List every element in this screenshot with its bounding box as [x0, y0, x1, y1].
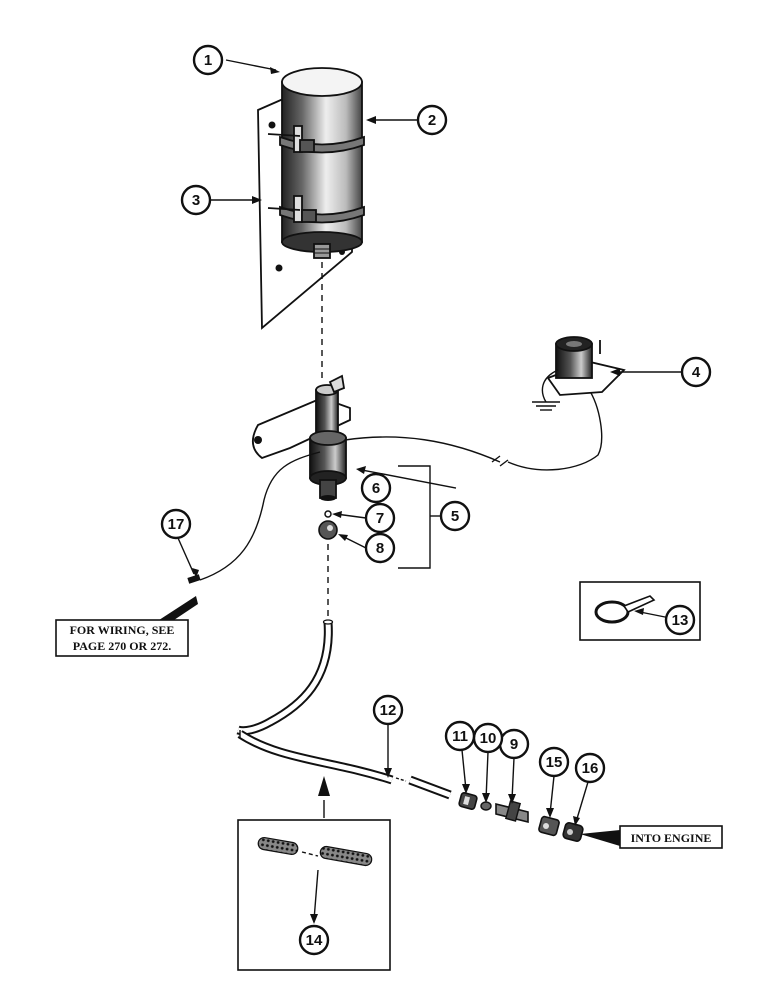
- callout-15: 15: [538, 746, 570, 778]
- into-engine-text: INTO ENGINE: [631, 831, 712, 845]
- svg-text:12: 12: [380, 702, 397, 719]
- callout-4: 4: [680, 356, 712, 388]
- svg-text:6: 6: [372, 480, 380, 497]
- wire-connector: [187, 574, 201, 584]
- wiring-note-line2: PAGE 270 OR 272.: [73, 639, 171, 653]
- elbow-fitting: [538, 815, 560, 837]
- tube-nut: [458, 792, 478, 810]
- valve-nut: [318, 520, 338, 540]
- clamp-band-lower: [267, 195, 365, 224]
- primer-tube: [236, 619, 452, 800]
- into-engine-note: INTO ENGINE: [619, 825, 723, 849]
- callout-3: 3: [180, 184, 212, 216]
- primer-canister: [281, 67, 363, 259]
- solenoid-wire: [344, 387, 603, 471]
- clamp-band-upper: [267, 125, 365, 154]
- svg-text:2: 2: [428, 112, 436, 129]
- svg-text:8: 8: [376, 540, 384, 557]
- svg-text:14: 14: [306, 932, 323, 949]
- callout-9: 9: [498, 728, 530, 760]
- adapter-fitting: [562, 822, 584, 842]
- callout-14: 14: [298, 924, 330, 956]
- callout-16: 16: [574, 752, 606, 784]
- svg-text:16: 16: [582, 760, 599, 777]
- callout-10: 10: [472, 722, 504, 754]
- svg-text:4: 4: [692, 364, 701, 381]
- engine-note-leader: [580, 830, 620, 846]
- callout-2: 2: [416, 104, 448, 136]
- svg-text:13: 13: [672, 612, 689, 629]
- svg-text:17: 17: [168, 516, 185, 533]
- group-bracket-5: [398, 465, 431, 569]
- wiring-note: FOR WIRING, SEE PAGE 270 OR 272.: [55, 619, 189, 657]
- svg-text:15: 15: [546, 754, 563, 771]
- connector-fitting: [495, 800, 529, 824]
- callout-5: 5: [439, 500, 471, 532]
- solenoid: [532, 336, 626, 411]
- svg-text:3: 3: [192, 192, 200, 209]
- svg-text:11: 11: [452, 728, 468, 745]
- svg-text:10: 10: [480, 730, 497, 747]
- callout-7: 7: [364, 502, 396, 534]
- svg-text:7: 7: [376, 510, 384, 527]
- svg-text:1: 1: [204, 52, 212, 69]
- svg-text:5: 5: [451, 508, 459, 525]
- check-ball: [324, 510, 332, 518]
- primer-valve: [309, 374, 347, 501]
- callout-17: 17: [160, 508, 192, 540]
- callout-13: 13: [664, 604, 696, 636]
- sleeve: [480, 801, 492, 811]
- svg-text:9: 9: [510, 736, 518, 753]
- tube-box-leader: [318, 776, 330, 796]
- callout-1: 1: [192, 44, 224, 76]
- wiring-harness-lead: [199, 451, 321, 581]
- callout-6: 6: [360, 472, 392, 504]
- callout-11: 11: [444, 720, 476, 752]
- wiring-note-line1: FOR WIRING, SEE: [70, 623, 175, 637]
- callout-12: 12: [372, 694, 404, 726]
- callout-8: 8: [364, 532, 396, 564]
